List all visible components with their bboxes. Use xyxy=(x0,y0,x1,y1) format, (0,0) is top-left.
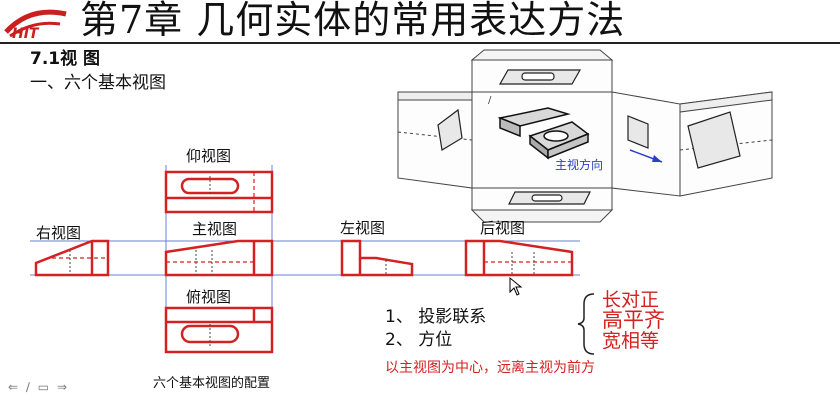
label-top-view: 俯视图 xyxy=(186,288,232,306)
rear-view xyxy=(464,239,574,277)
box-marker: / xyxy=(488,95,492,106)
solid-object xyxy=(497,107,590,160)
right-view xyxy=(34,239,110,277)
principle-item-2: 2、 方位 xyxy=(385,330,453,350)
left-view xyxy=(340,239,414,277)
next-arrow-icon[interactable]: ⇒ xyxy=(56,380,67,394)
rule-length: 长对正 xyxy=(602,289,660,311)
figure-caption: 六个基本视图的配置 xyxy=(153,376,271,391)
hit-logo: HIT xyxy=(0,2,72,42)
menu-icon[interactable]: ▭ xyxy=(37,380,50,394)
slideshow-nav: ⇐ ∕ ▭ ⇒ xyxy=(8,380,71,394)
label-left-view: 左视图 xyxy=(340,219,386,237)
bottom-view xyxy=(164,170,274,214)
pen-icon[interactable]: ∕ xyxy=(25,380,30,394)
brace-symbol xyxy=(577,293,595,355)
top-view xyxy=(164,306,274,354)
rule-height: 高平齐 xyxy=(602,308,665,332)
box-view-thumbnails xyxy=(437,69,741,205)
view-direction-arrowhead xyxy=(652,155,662,162)
rule-width: 宽相等 xyxy=(602,330,660,352)
mouse-cursor-icon xyxy=(509,276,523,296)
title-divider xyxy=(0,42,840,44)
hit-logo-graphic: HIT xyxy=(4,9,67,42)
label-right-view: 右视图 xyxy=(36,224,82,242)
principle-item-1: 1、 投影联系 xyxy=(385,307,487,327)
label-rear-view: 后视图 xyxy=(480,219,526,237)
subsection-heading: 一、六个基本视图 xyxy=(30,73,166,93)
slide-title: 第7章 几何实体的常用表达方法 xyxy=(80,0,626,42)
front-view xyxy=(164,239,274,277)
view-direction-label: 主视方向 xyxy=(555,158,604,172)
prev-arrow-icon[interactable]: ⇐ xyxy=(8,380,19,394)
label-front-view: 主视图 xyxy=(192,220,238,238)
section-heading: 7.1视 图 xyxy=(30,49,101,69)
logo-text: HIT xyxy=(12,26,40,42)
label-bottom-view: 仰视图 xyxy=(186,147,232,165)
orientation-note: 以主视图为中心，远离主视为前方 xyxy=(385,360,595,376)
